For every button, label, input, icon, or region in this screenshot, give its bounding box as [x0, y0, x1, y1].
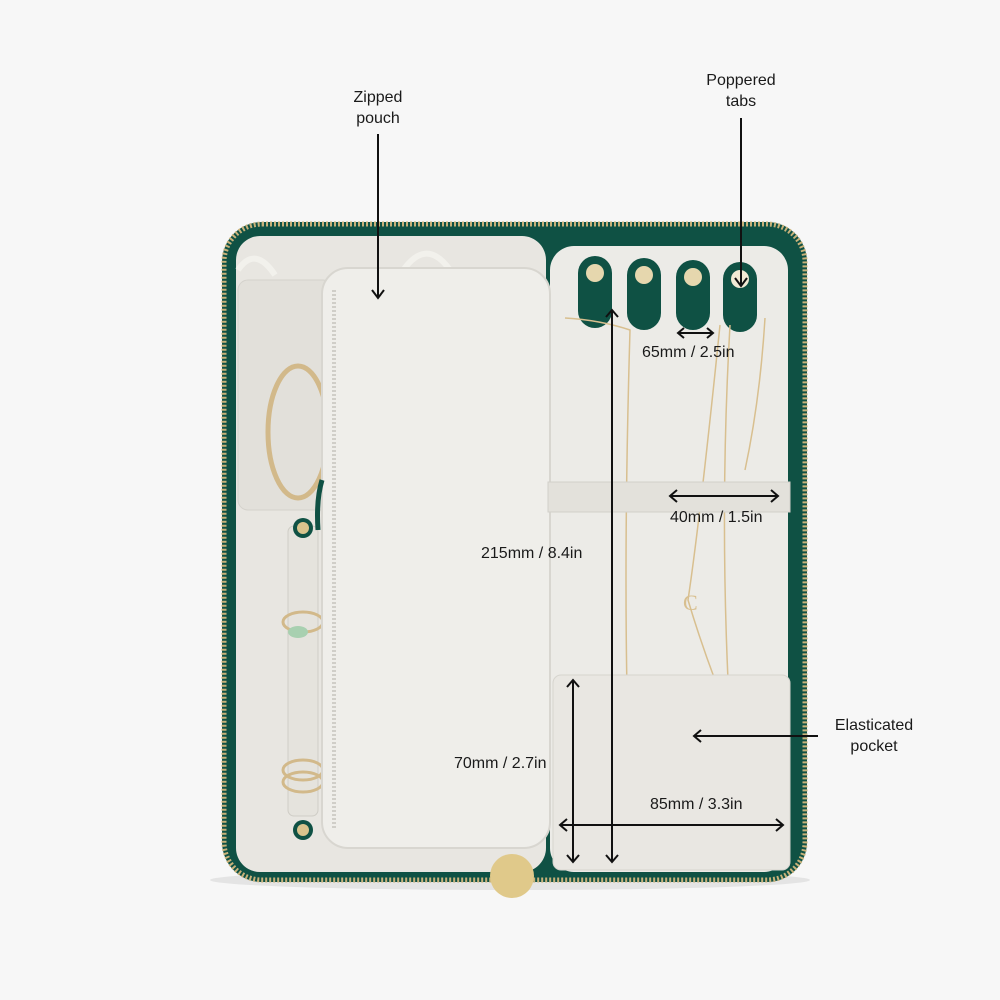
callout-elasticated-pocket-line2: pocket [850, 738, 898, 755]
case-snap [490, 854, 534, 898]
dimension-pocket-width: 85mm / 3.3in [650, 796, 743, 813]
zipped-pouch [321, 267, 551, 849]
drawstring-loop [235, 255, 278, 277]
callout-poppered-tabs-line1: Poppered [706, 72, 776, 89]
poppered-tabs [578, 256, 757, 332]
elastic-pocket [552, 674, 791, 871]
annotation-arrows [371, 118, 818, 864]
letter-pendant: C [683, 590, 698, 615]
dimension-elastic-band: 40mm / 1.5in [670, 509, 763, 526]
callout-poppered-tabs: Poppered tabs [693, 70, 789, 112]
callout-elasticated-pocket-line1: Elasticated [834, 717, 914, 734]
dimension-panel-height: 215mm / 8.4in [481, 545, 583, 562]
callout-elasticated-pocket: Elasticated pocket [822, 715, 926, 757]
callout-zipped-pouch-line2: pouch [356, 110, 400, 127]
dimension-pocket-height: 70mm / 2.7in [454, 755, 547, 772]
zip-pull [315, 479, 325, 531]
dimension-tab-spacing: 65mm / 2.5in [642, 344, 735, 361]
callout-zipped-pouch: Zipped pouch [340, 87, 416, 129]
callout-zipped-pouch-line1: Zipped [353, 89, 403, 106]
callout-poppered-tabs-line2: tabs [725, 93, 757, 110]
jade-stone [288, 626, 308, 638]
